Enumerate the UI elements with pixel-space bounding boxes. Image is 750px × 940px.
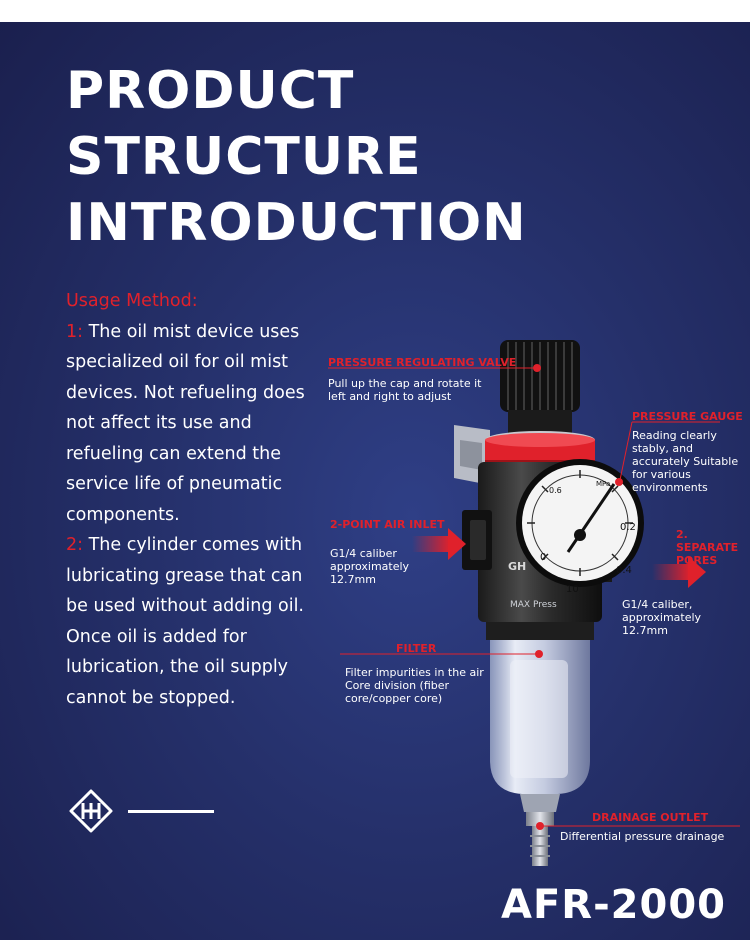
air-inlet-desc: G1/4 caliber approximately 12.7mm: [330, 547, 410, 586]
drainage-label: DRAINAGE OUTLET: [592, 811, 709, 824]
title-line-3: INTRODUCTION: [66, 193, 527, 253]
outlet-arrow-icon: [652, 556, 706, 588]
marker-dot: [615, 478, 623, 486]
pressure-gauge-desc: Reading clearly stably, and accurately S…: [632, 429, 739, 494]
annotation-filter: FILTER: [396, 642, 436, 655]
separate-pores-label: 2. SEPARATE PORES: [676, 528, 739, 567]
body-press-text: MAX Press: [510, 600, 557, 610]
page-title: PRODUCT STRUCTURE INTRODUCTION: [66, 58, 527, 256]
filter-bowl: [486, 622, 594, 866]
inlet-arrow-icon: [412, 528, 466, 560]
usage-item-2-text: The cylinder comes with lubricating grea…: [66, 535, 304, 708]
drainage-desc: Differential pressure drainage: [560, 830, 725, 843]
marker-dot: [536, 822, 544, 830]
annotation-leaders: [328, 367, 740, 827]
annotation-pressure-valve: PRESSURE REGULATING VALVE Pull up the ca…: [328, 356, 517, 403]
air-inlet-label: 2-POINT AIR INLET: [330, 518, 445, 531]
annotation-drainage: DRAINAGE OUTLET: [592, 811, 742, 824]
annotation-air-inlet: 2-POINT AIR INLET G1/4 caliber approxima…: [330, 518, 460, 586]
usage-item-2: 2: The cylinder comes with lubricating g…: [66, 530, 316, 713]
marker-dot: [535, 650, 543, 658]
filter-label: FILTER: [396, 642, 437, 655]
usage-item-2-number: 2:: [66, 535, 84, 555]
pressure-gauge-label: PRESSURE GAUGE: [632, 410, 743, 423]
usage-item-1-number: 1:: [66, 321, 84, 342]
annotation-drainage-desc: Differential pressure drainage: [560, 830, 748, 843]
annotation-separate-pores-desc: G1/4 caliber, approximately 12.7mm: [622, 598, 750, 637]
gauge-tick-label: 0: [540, 552, 546, 563]
usage-item-1: 1: The oil mist device uses specialized …: [66, 317, 316, 531]
logo-divider: [128, 810, 214, 813]
model-name: AFR-2000: [500, 882, 726, 928]
gauge-tick-label: 0.2: [620, 522, 636, 533]
separate-pores-desc: G1/4 caliber, approximately 12.7mm: [622, 598, 702, 637]
marker-dot: [533, 364, 541, 372]
title-line-2: STRUCTURE: [66, 127, 422, 187]
filter-desc: Filter impurities in the air Core divisi…: [345, 666, 484, 705]
pressure-gauge: 0.2 0.4 0 10 0.6 MPa: [516, 459, 644, 595]
usage-method: Usage Method: 1: The oil mist device use…: [66, 286, 316, 713]
gauge-tick-label: 0.6: [549, 486, 562, 495]
title-line-1: PRODUCT: [66, 61, 355, 121]
brand-logo-icon: [69, 789, 113, 833]
gauge-tick-label: 10: [566, 584, 579, 595]
body-brand-text: GH: [508, 560, 526, 573]
pressure-valve-desc: Pull up the cap and rotate it left and r…: [328, 377, 482, 403]
gauge-tick-label: 0.4: [616, 565, 632, 576]
regulating-knob: [485, 340, 595, 464]
annotation-separate-pores: 2. SEPARATE PORES: [676, 528, 748, 567]
annotation-pressure-gauge: PRESSURE GAUGE Reading clearly stably, a…: [632, 410, 750, 494]
usage-heading: Usage Method:: [66, 291, 198, 311]
gauge-unit-label: MPa: [596, 480, 610, 488]
top-band: [0, 0, 750, 22]
usage-item-1-text: The oil mist device uses specialized oil…: [66, 321, 305, 525]
pressure-valve-label: PRESSURE REGULATING VALVE: [328, 356, 517, 369]
annotation-filter-desc: Filter impurities in the air Core divisi…: [345, 666, 495, 705]
